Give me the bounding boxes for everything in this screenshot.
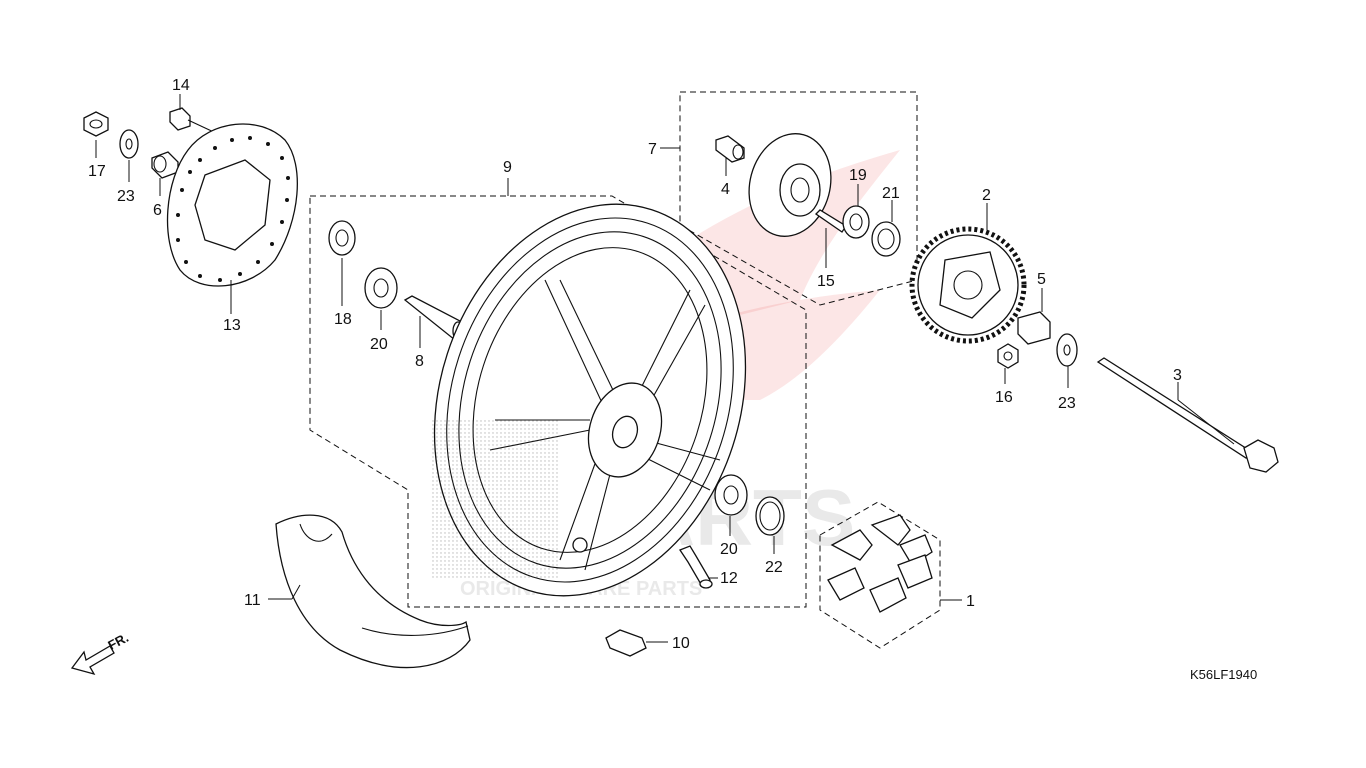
callout-22: 22 (765, 559, 783, 576)
callout-1: 1 (966, 593, 975, 610)
bearing-18 (328, 220, 356, 256)
bearing-20-left (364, 267, 398, 309)
disc-bolt-14 (169, 107, 219, 135)
tire-valve-12 (679, 545, 713, 589)
callout-9: 9 (503, 159, 512, 176)
oil-seal-21 (871, 221, 901, 257)
o-ring-22 (755, 496, 785, 536)
callout-16: 16 (995, 389, 1013, 406)
callout-5: 5 (1037, 271, 1046, 288)
callout-23-left: 23 (117, 188, 135, 205)
mud-guard-11 (275, 514, 471, 669)
hub-assembly-box (679, 91, 918, 306)
hub-flange-7 (748, 133, 832, 237)
hub-bolt-4 (715, 135, 745, 163)
callout-23-right: 23 (1058, 395, 1076, 412)
washer-23-left (119, 129, 139, 159)
collar-6 (151, 151, 179, 179)
sprocket-nut-16 (997, 343, 1019, 369)
callout-15: 15 (817, 273, 835, 290)
callout-numbers: 17 23 6 14 13 9 18 20 8 7 4 15 19 21 2 5… (88, 77, 1182, 652)
bearing-19 (842, 205, 870, 239)
rear-axle-3 (1096, 357, 1279, 473)
flange-nut-17 (83, 111, 109, 137)
callout-2: 2 (982, 187, 991, 204)
callout-17: 17 (88, 163, 106, 180)
callout-18: 18 (334, 311, 352, 328)
callout-20-left: 20 (370, 336, 388, 353)
brake-disc-13 (166, 123, 298, 287)
callout-3: 3 (1173, 367, 1182, 384)
callout-20-right: 20 (720, 541, 738, 558)
callout-11: 11 (244, 592, 261, 609)
callout-4: 4 (721, 181, 730, 198)
front-direction-arrow: FR. (70, 630, 131, 676)
callout-6: 6 (153, 202, 162, 219)
balance-weight-10 (605, 629, 647, 657)
damper-rubber-1 (819, 501, 941, 649)
callout-19: 19 (849, 167, 867, 184)
diagram-code: K56LF1940 (1190, 667, 1257, 682)
callout-7: 7 (648, 141, 657, 158)
washer-23-right (1056, 333, 1078, 367)
callout-14: 14 (172, 77, 190, 94)
leader-lines (95, 94, 1235, 643)
callout-8: 8 (415, 353, 424, 370)
wheel-assembly-box (309, 195, 807, 608)
callout-10: 10 (672, 635, 690, 652)
driven-sprocket-2 (909, 226, 1027, 344)
callout-13: 13 (223, 317, 241, 334)
callout-12: 12 (720, 570, 738, 587)
callout-21: 21 (882, 185, 900, 202)
collar-5 (1017, 311, 1051, 345)
rear-wheel-9 (430, 203, 747, 597)
bearing-20-right (714, 474, 748, 516)
